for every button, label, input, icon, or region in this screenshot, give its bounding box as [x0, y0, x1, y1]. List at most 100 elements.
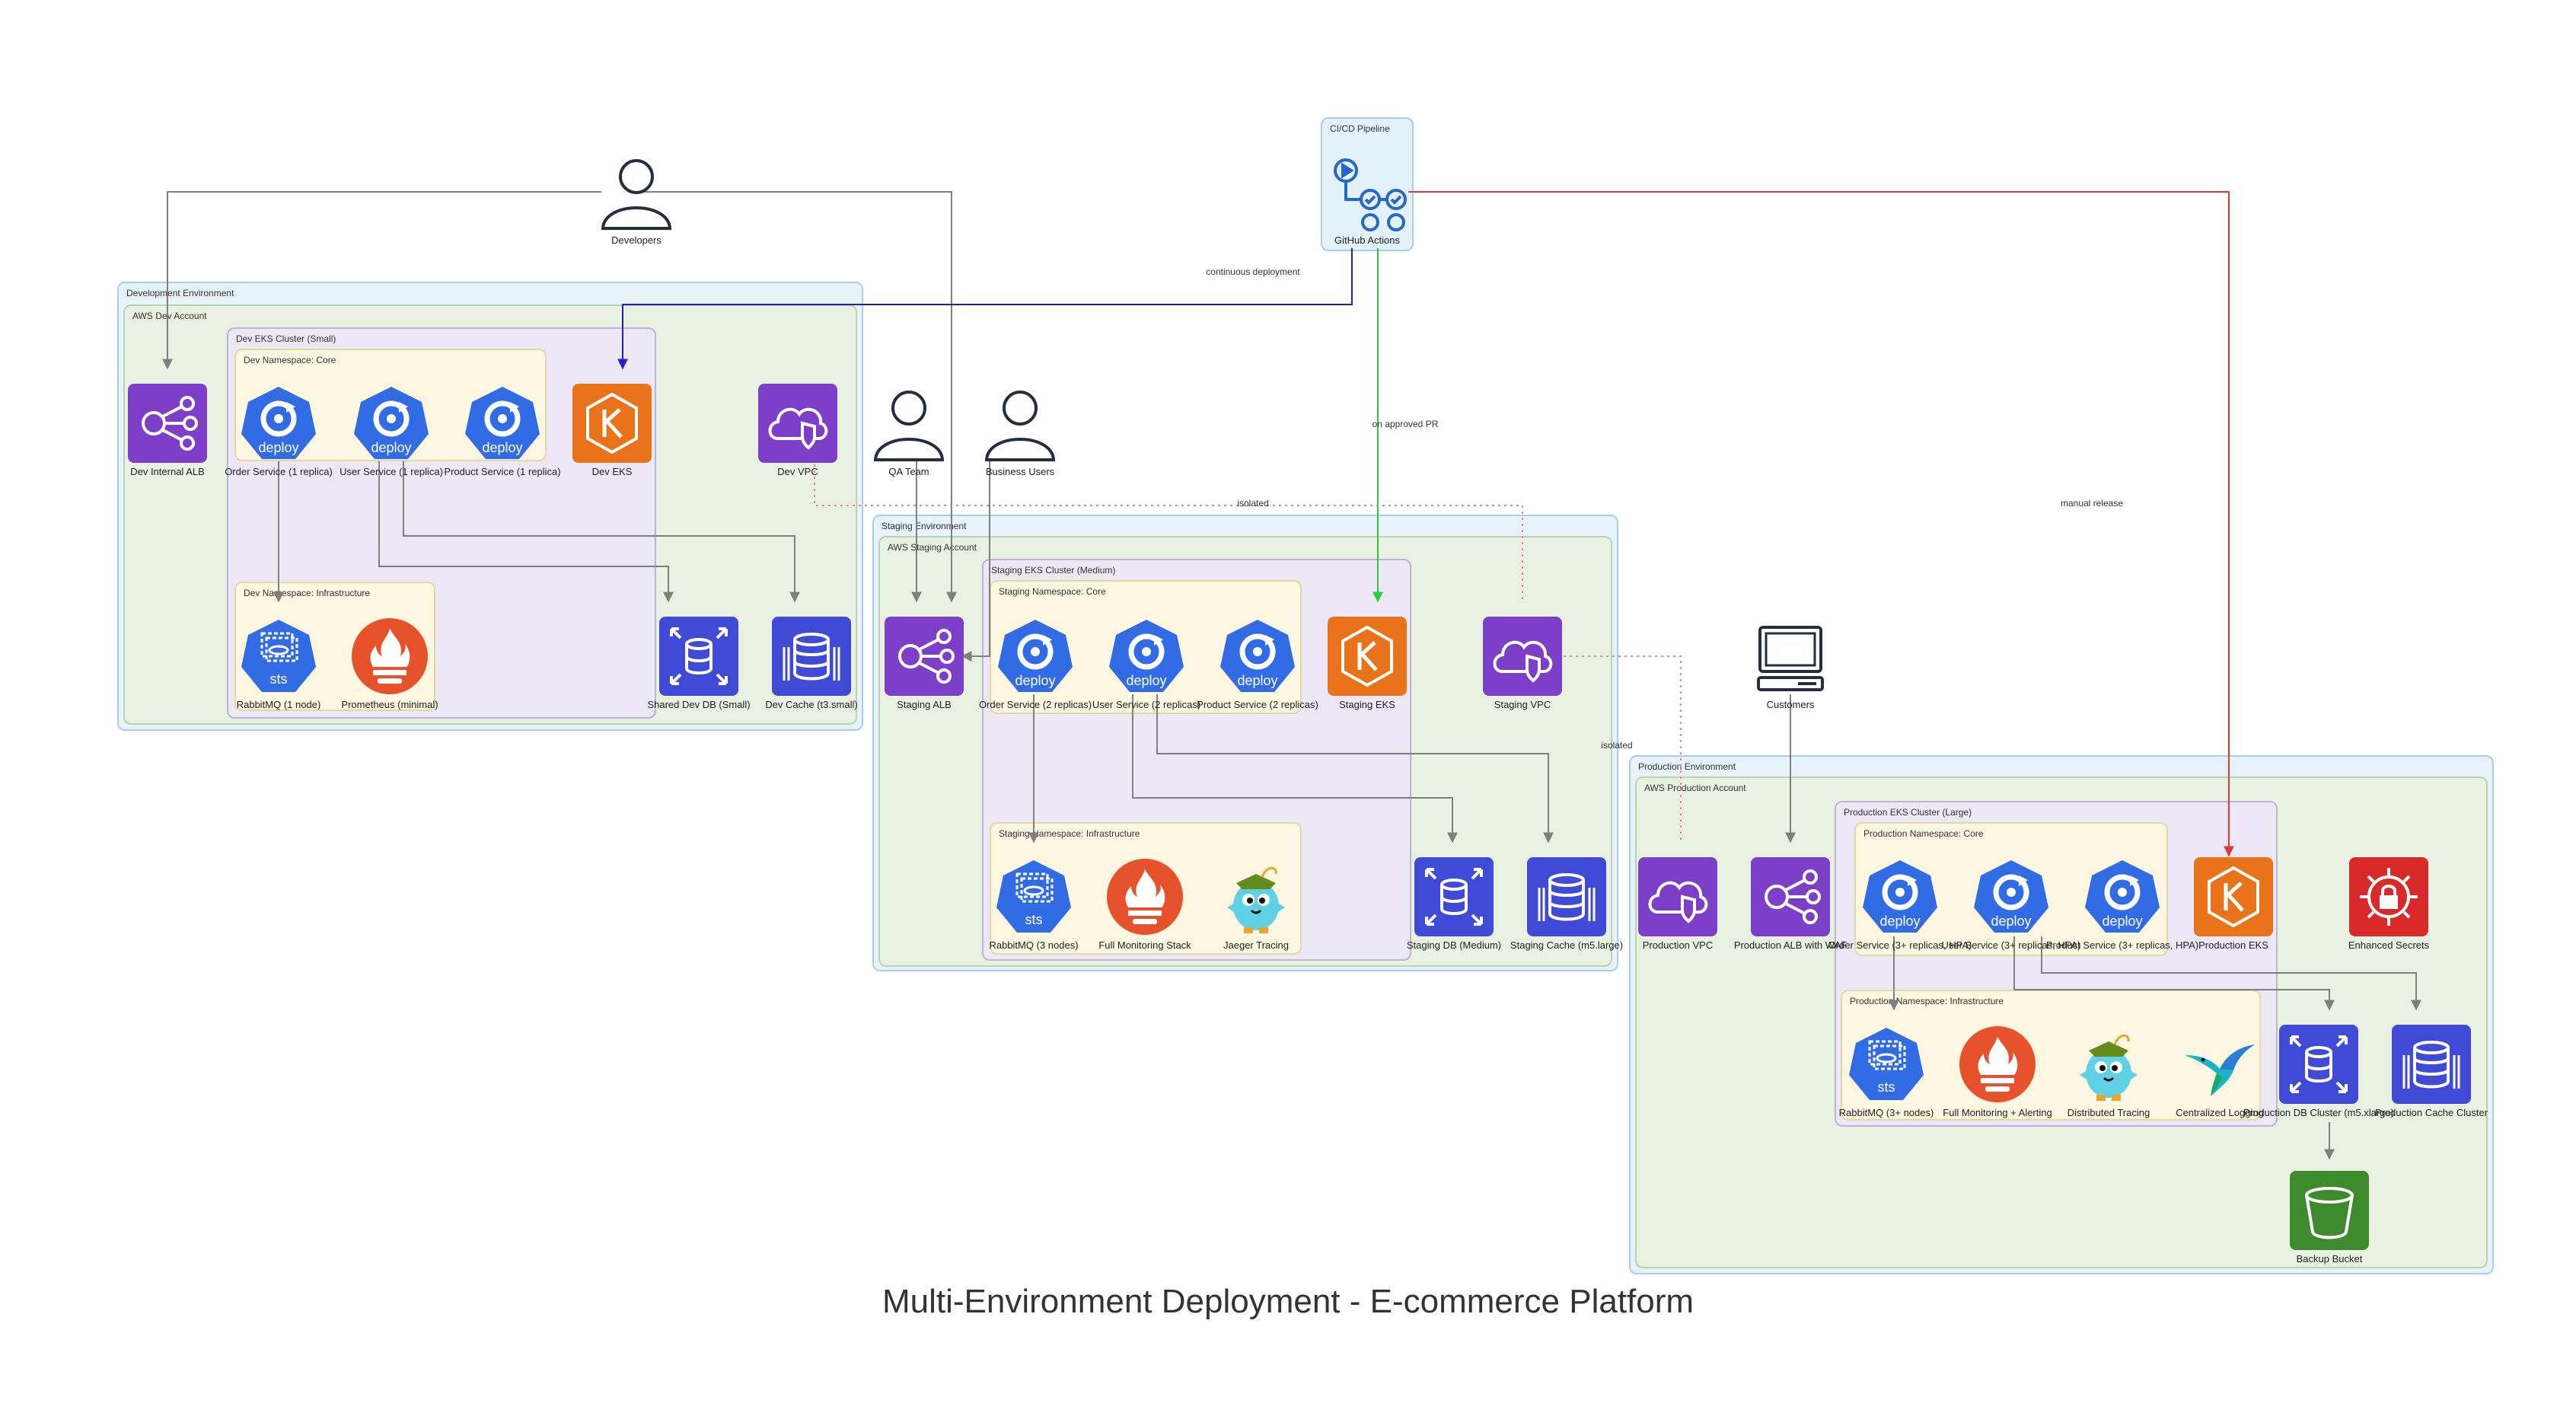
- production-alb-label: Production ALB with WAF: [1733, 939, 1848, 951]
- production-vpc-label: Production VPC: [1642, 939, 1714, 951]
- edge-developers-dev-alb: [162, 191, 601, 370]
- svg-text:deploy: deploy: [1991, 914, 2031, 929]
- cluster-label: Staging EKS Cluster (Medium): [991, 565, 1116, 576]
- rds-icon: [659, 617, 738, 696]
- svg-text:sts: sts: [269, 671, 287, 687]
- dev-product-service-label: Product Service (1 replica): [444, 466, 561, 477]
- cluster-label: Production Environment: [1638, 761, 1736, 772]
- user-icon: [869, 384, 948, 463]
- k8s-deploy-icon: deploy: [1972, 857, 2051, 936]
- edge-prod-user-cache: [2041, 936, 2421, 1011]
- edge-manual-release: [1408, 191, 2234, 857]
- k8s-sts-icon: sts: [994, 857, 1073, 936]
- staging-db-label: Staging DB (Medium): [1406, 939, 1502, 951]
- dev-internal-alb-label: Dev Internal ALB: [130, 466, 205, 477]
- secrets-manager-icon: [2349, 857, 2428, 936]
- staging-cache-label: Staging Cache (m5.large): [1510, 939, 1624, 951]
- production-rabbitmq-label: RabbitMQ (3+ nodes): [1838, 1107, 1934, 1118]
- qa-team-label: QA Team: [888, 466, 929, 477]
- edge-label-manual-release: manual release: [2060, 498, 2124, 509]
- k8s-deploy-icon: deploy: [1107, 617, 1186, 696]
- edge-business-staging-alb: [961, 461, 990, 662]
- vpc-icon: [758, 384, 837, 463]
- dev-eks-label: Dev EKS: [591, 466, 633, 477]
- dev-rabbitmq-label: RabbitMQ (1 node): [236, 699, 321, 710]
- cluster-label: Dev EKS Cluster (Small): [236, 333, 336, 344]
- production-monitoring-label: Full Monitoring + Alerting: [1943, 1107, 2052, 1118]
- prometheus-icon: [350, 617, 429, 696]
- svg-text:deploy: deploy: [2102, 914, 2142, 929]
- s3-bucket-icon: [2290, 1171, 2369, 1250]
- elasticache-icon: [772, 617, 851, 696]
- edge-label-on-approved-pr: on approved PR: [1372, 419, 1439, 429]
- cluster-label: CI/CD Pipeline: [1330, 123, 1390, 134]
- centralized-logging-label: Centralized Logging: [2176, 1107, 2264, 1118]
- business-users-label: Business Users: [985, 466, 1055, 477]
- vpc-icon: [1638, 857, 1717, 936]
- github-actions-label: GitHub Actions: [1334, 234, 1400, 246]
- user-icon: [597, 152, 676, 231]
- cluster-label: Staging Environment: [882, 521, 967, 531]
- enhanced-secrets-label: Enhanced Secrets: [2348, 939, 2430, 951]
- production-order-service-label: Order Service (3+ replicas, HPA): [1828, 939, 1972, 951]
- k8s-sts-icon: sts: [239, 617, 318, 696]
- k8s-deploy-icon: deploy: [1218, 617, 1297, 696]
- staging-vpc-label: Staging VPC: [1494, 699, 1551, 710]
- dev-order-service-label: Order Service (1 replica): [225, 466, 333, 477]
- cluster-label: Production Namespace: Core: [1863, 828, 1984, 839]
- customers-label: Customers: [1766, 699, 1815, 710]
- svg-text:deploy: deploy: [1879, 914, 1920, 929]
- svg-text:sts: sts: [1877, 1080, 1895, 1095]
- edge-label-isolated: isolated: [1601, 740, 1633, 751]
- github-actions-icon: [1328, 152, 1407, 231]
- svg-text:deploy: deploy: [1237, 673, 1277, 688]
- k8s-deploy-icon: deploy: [2083, 857, 2162, 936]
- svg-text:deploy: deploy: [1126, 673, 1166, 688]
- edge-dev-user-cache: [403, 461, 800, 603]
- k8s-deploy-icon: deploy: [996, 617, 1075, 696]
- cluster-label: AWS Dev Account: [132, 311, 207, 321]
- alb-icon: [885, 617, 964, 696]
- elasticache-icon: [1527, 857, 1606, 936]
- k8s-deploy-icon: deploy: [239, 384, 318, 463]
- jaeger-icon: [1216, 857, 1296, 936]
- eks-icon: [1328, 617, 1407, 696]
- svg-text:deploy: deploy: [1015, 673, 1055, 688]
- staging-eks-label: Staging EKS: [1339, 699, 1395, 710]
- dev-user-service-label: User Service (1 replica): [340, 466, 443, 477]
- k8s-deploy-icon: deploy: [463, 384, 542, 463]
- staging-alb-label: Staging ALB: [897, 699, 952, 710]
- k8s-sts-icon: sts: [1847, 1025, 1926, 1104]
- staging-product-service-label: Product Service (2 replicas): [1197, 699, 1318, 710]
- staging-user-service-label: User Service (2 replicas): [1092, 699, 1201, 710]
- jaeger-icon: [2069, 1025, 2148, 1104]
- staging-rabbitmq-label: RabbitMQ (3 nodes): [989, 939, 1079, 951]
- staging-order-service-label: Order Service (2 replicas): [978, 699, 1092, 710]
- svg-text:deploy: deploy: [482, 440, 522, 455]
- edge-stg-user-cache: [1156, 694, 1554, 844]
- backup-bucket-label: Backup Bucket: [2296, 1253, 2363, 1265]
- svg-text:deploy: deploy: [258, 440, 298, 455]
- prometheus-icon: [1105, 857, 1184, 936]
- rds-icon: [2279, 1025, 2358, 1104]
- svg-text:sts: sts: [1025, 912, 1042, 927]
- alb-icon: [1751, 857, 1830, 936]
- edge-isolated-dev-staging: [814, 464, 1523, 601]
- dev-vpc-label: Dev VPC: [777, 466, 818, 477]
- edge-dev-user-db: [378, 461, 674, 603]
- cluster-label: AWS Production Account: [1644, 783, 1746, 793]
- edge-stg-user-db: [1132, 694, 1458, 844]
- production-product-service-label: Product Service (3+ replicas, HPA): [2045, 939, 2199, 951]
- diagram-title: Multi-Environment Deployment - E-commerc…: [882, 1283, 1694, 1320]
- cluster-label: Development Environment: [126, 288, 234, 298]
- shared-dev-db-label: Shared Dev DB (Small): [647, 699, 751, 710]
- edge-continuous-deployment: [617, 248, 1353, 370]
- cluster-label: AWS Staging Account: [888, 542, 977, 553]
- computer-client-icon: [1751, 617, 1830, 696]
- cluster-label: Production EKS Cluster (Large): [1844, 807, 1972, 818]
- production-db-cluster-label: Production DB Cluster (m5.xlarge): [2243, 1107, 2394, 1118]
- edge-prod-user-db: [2013, 936, 2335, 1011]
- production-cache-cluster-label: Production Cache Cluster: [2374, 1107, 2488, 1118]
- jaeger-tracing-label: Jaeger Tracing: [1223, 939, 1289, 951]
